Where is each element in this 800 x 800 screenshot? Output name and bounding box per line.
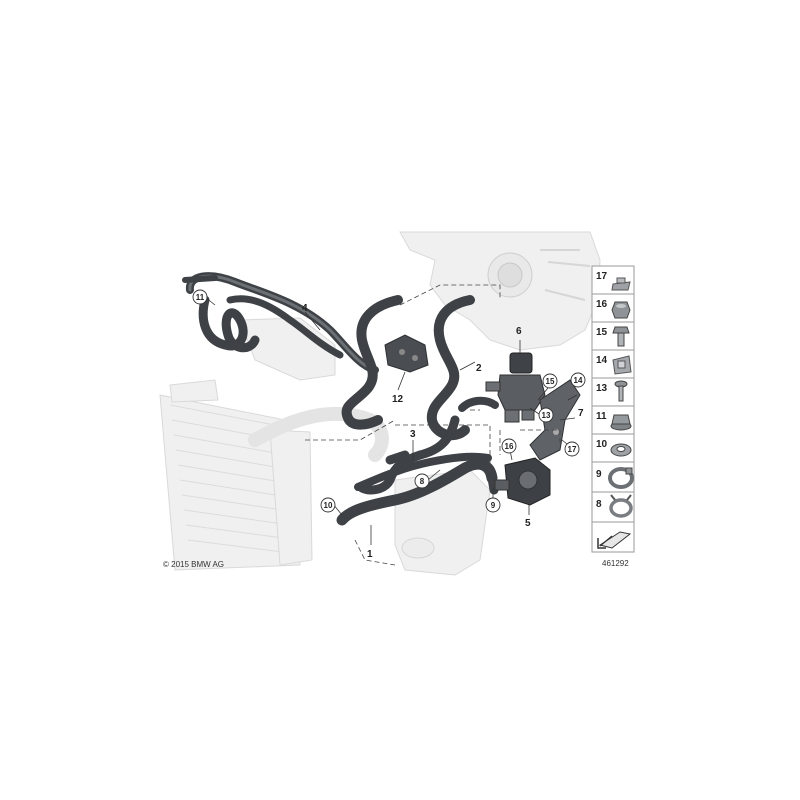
callout-2: 2 [476, 363, 482, 374]
valve-6 [485, 352, 546, 423]
callout-6: 6 [516, 326, 522, 337]
spring-nut-icon [612, 355, 632, 375]
panel-row-17: 17 [591, 265, 635, 295]
pump-5 [494, 457, 551, 506]
svg-text:13: 13 [596, 383, 608, 394]
hose-clamp-icon [608, 467, 634, 489]
screw-icon [614, 380, 628, 402]
svg-text:10: 10 [596, 439, 608, 450]
hose-3 [341, 295, 460, 495]
callout-14: 14 [570, 372, 586, 388]
radiator-ghost [159, 379, 313, 571]
reference-lines [305, 284, 561, 566]
panel-row-14: 14 [591, 349, 635, 379]
callout-11: 11 [192, 289, 208, 305]
callout-1: 1 [367, 549, 373, 560]
hose-2 [426, 295, 499, 441]
svg-text:9: 9 [596, 469, 602, 480]
callout-3: 3 [410, 429, 416, 440]
svg-text:16: 16 [505, 442, 514, 451]
callout-10: 10 [320, 497, 336, 513]
callout-16: 16 [501, 438, 517, 454]
panel-row-11: 11 [591, 405, 635, 435]
panel-row-9: 9 [591, 461, 635, 493]
svg-text:14: 14 [596, 355, 608, 366]
callout-12: 12 [392, 394, 404, 405]
circled-callouts: 11 10 8 9 13 15 14 16 [192, 289, 586, 513]
callouts: 4 2 3 6 7 12 5 1 [302, 303, 584, 560]
callout-9: 9 [485, 497, 501, 513]
svg-text:14: 14 [574, 376, 583, 385]
arrow-sheet-icon [597, 531, 632, 549]
copyright-text: © 2015 BMW AG [163, 560, 224, 569]
ghost-hose-radiator [248, 406, 389, 462]
spring-clamp-icon [609, 494, 633, 518]
panel-row-8: 8 [591, 491, 635, 523]
clip-nut-icon [611, 277, 631, 291]
callout-17: 17 [564, 441, 580, 457]
callout-13: 13 [538, 407, 554, 423]
svg-text:8: 8 [420, 477, 425, 486]
svg-text:17: 17 [596, 271, 608, 282]
panel-row-arrow [591, 521, 635, 553]
svg-text:9: 9 [491, 501, 496, 510]
callout-15: 15 [542, 373, 558, 389]
svg-text:10: 10 [324, 501, 333, 510]
hose-8 [354, 452, 492, 491]
panel-row-10: 10 [591, 433, 635, 463]
panel-row-16: 16 [591, 293, 635, 323]
callout-5: 5 [525, 518, 531, 529]
callout-8: 8 [414, 473, 430, 489]
svg-text:17: 17 [568, 445, 577, 454]
svg-text:8: 8 [596, 499, 602, 510]
svg-text:15: 15 [546, 377, 555, 386]
hex-nut-icon [611, 301, 631, 319]
svg-text:16: 16 [596, 299, 608, 310]
svg-text:13: 13 [542, 411, 551, 420]
panel-row-13: 13 [591, 377, 635, 407]
callout-7: 7 [578, 408, 584, 419]
svg-text:15: 15 [596, 327, 608, 338]
hex-bolt-icon [612, 326, 630, 347]
svg-text:11: 11 [196, 293, 205, 302]
bracket-12 [384, 334, 429, 373]
callout-4: 4 [302, 303, 308, 314]
hose-4 [182, 272, 379, 374]
panel-row-15: 15 [591, 321, 635, 351]
hose-1 [336, 458, 499, 526]
svg-text:11: 11 [596, 411, 607, 422]
washer-icon [610, 443, 632, 457]
parts-panel: 17 16 15 14 [591, 265, 635, 553]
image-number: 461292 [602, 559, 629, 568]
engine-block-ghost [399, 231, 601, 351]
intercooler-ghost [239, 317, 336, 381]
flange-nut-icon [610, 414, 632, 431]
